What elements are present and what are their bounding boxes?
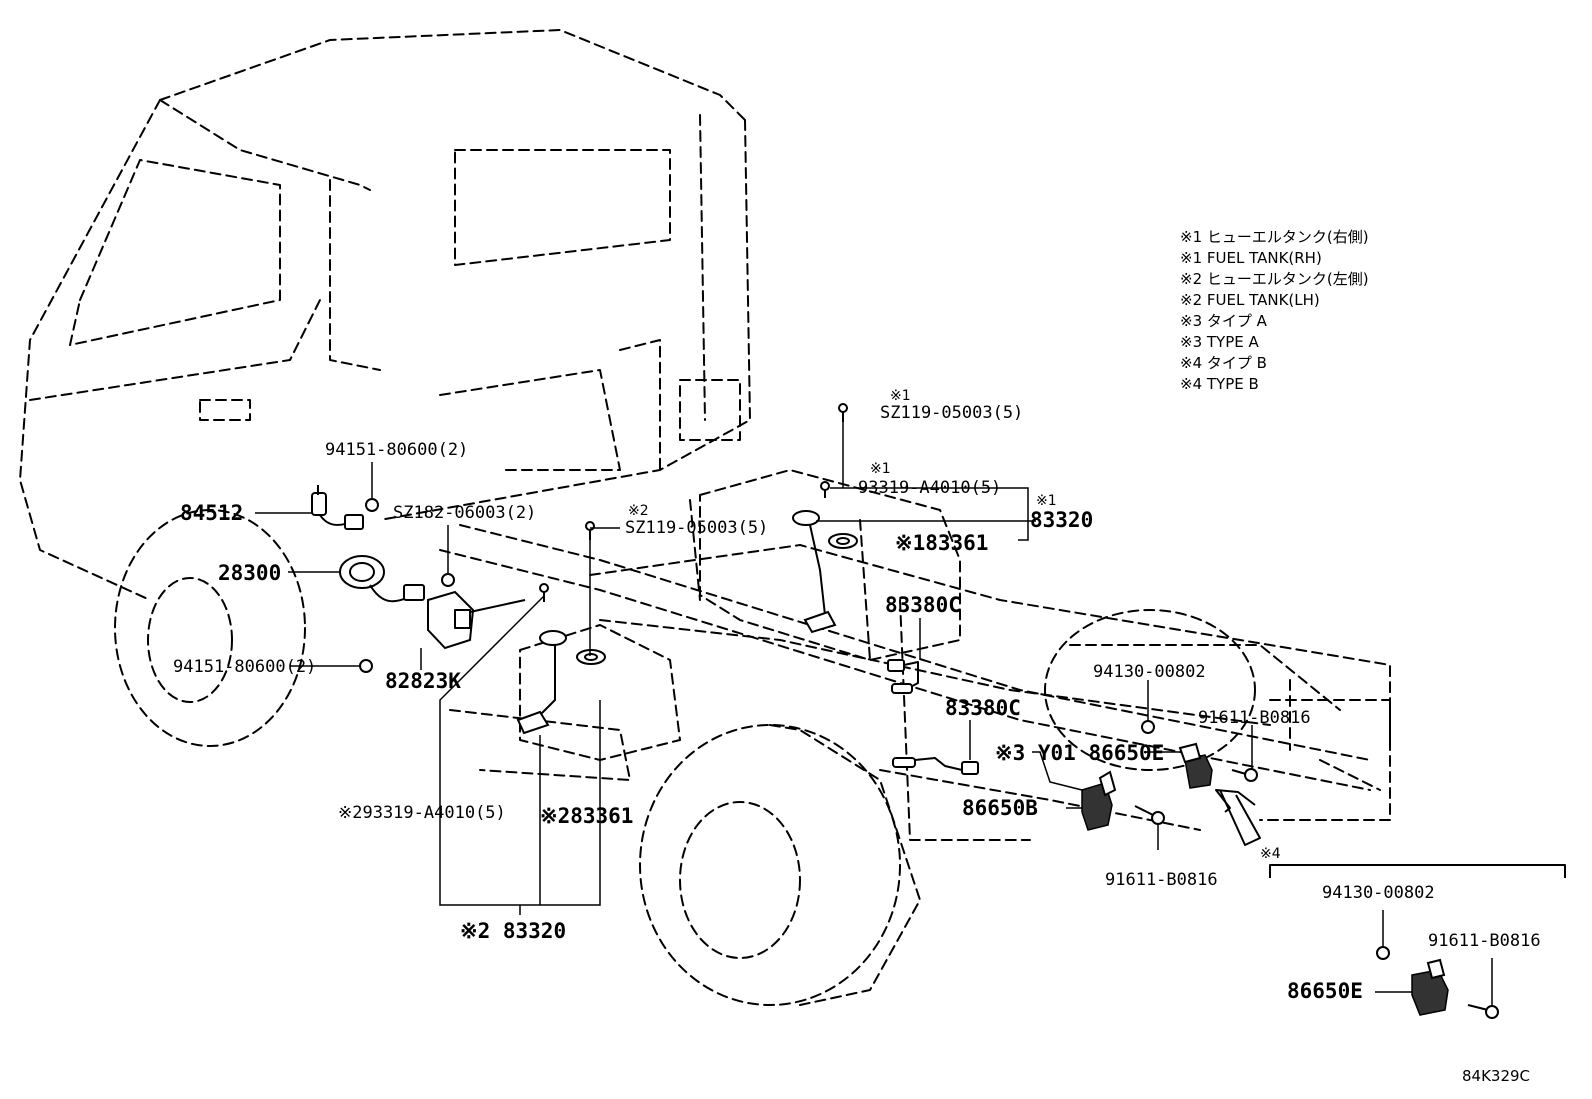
note-1: ※1 [890,388,911,404]
diagram-code: 84K329C [1462,1067,1530,1085]
label-93319-rh: 93319-A4010(5) [858,478,1001,498]
label-83361-rh: ※183361 [895,531,988,555]
label-82823k: 82823K [385,669,461,693]
legend-line: ※2 FUEL TANK(LH) [1180,291,1320,309]
note-4: ※4 [1260,846,1281,862]
label-94130-main: 94130-00802 [1093,662,1206,682]
sensors-86650 [1081,720,1261,846]
label-28300: 28300 [218,561,281,585]
label-sz119-rh: SZ119-05003(5) [880,403,1023,423]
label-93319-lh: ※293319-A4010(5) [338,803,506,823]
nuts-94151-sz182 [359,498,455,673]
note-1: ※1 [1036,493,1057,509]
label-86650b: 86650B [962,796,1038,820]
part-labels: 84512 28300 94151-80600(2) SZ182-06003(2… [173,388,1541,1003]
legend-line: ※4 タイプ B [1180,354,1267,372]
truck-cab-outline [19,29,751,601]
fuel-sender-rh [792,403,858,634]
leader-lines [255,420,1493,1006]
inset-type-b [1269,864,1566,1019]
part-28300 [339,555,425,603]
label-sz182: SZ182-06003(2) [393,503,536,523]
label-91611-right: 91611-B0816 [1198,708,1311,728]
part-84512 [311,485,364,530]
legend-line: ※1 ヒューエルタンク(右側) [1180,228,1369,246]
note-2: ※2 [628,503,649,519]
label-94151-top: 94151-80600(2) [325,440,468,460]
label-91611-lower: 91611-B0816 [1105,870,1218,890]
chassis-frame [439,524,1391,841]
note-1: ※1 [870,461,891,477]
label-84512: 84512 [180,501,243,525]
sensors-83380c [887,659,979,775]
rear-wheel [639,609,1341,1006]
legend-line: ※3 TYPE A [1180,333,1259,351]
label-83380c-b: 83380C [945,696,1021,720]
label-83380c-a: 83380C [885,593,961,617]
legend-line: ※4 TYPE B [1180,375,1259,393]
legend-line: ※2 ヒューエルタンク(左側) [1180,270,1369,288]
label-83320-rh: 83320 [1030,508,1093,532]
legend-line: ※3 タイプ A [1180,312,1268,330]
label-91611-inset: 91611-B0816 [1428,931,1541,951]
fuel-sender-lh [516,521,606,735]
label-94151-bottom: 94151-80600(2) [173,657,316,677]
legend-line: ※1 FUEL TANK(RH) [1180,249,1322,267]
label-83361-lh: ※283361 [540,804,633,828]
front-wheel [114,509,306,747]
legend: ※1 ヒューエルタンク(右側) ※1 FUEL TANK(RH) ※2 ヒューエ… [1180,228,1369,393]
label-86650e-main: ※3 Y01 86650E [995,741,1164,765]
part-82823K [427,590,526,650]
label-86650e-inset: 86650E [1287,979,1363,1003]
fuel-tank-lh [519,624,681,761]
label-sz119-lh: SZ119-05003(5) [625,518,768,538]
label-83320-lh: ※2 83320 [460,919,566,943]
fuel-tank-rh [689,469,961,661]
label-94130-inset: 94130-00802 [1322,883,1435,903]
